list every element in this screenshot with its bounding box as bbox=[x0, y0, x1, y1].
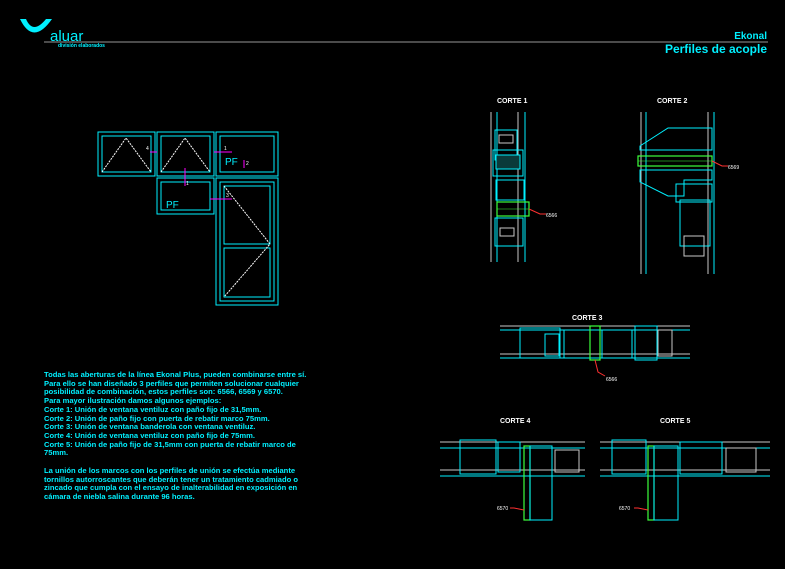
notes-block: Todas las aberturas de la línea Ekonal P… bbox=[44, 370, 354, 502]
sheet-title: Perfiles de acople bbox=[664, 42, 767, 56]
elevation-callouts: 4 1 2 1 3 bbox=[146, 146, 249, 199]
aluar-logo: aluar bbox=[20, 19, 83, 45]
section-titles: CORTE 1 CORTE 2 CORTE 3 CORTE 4 CORTE 5 bbox=[497, 98, 690, 425]
profile-code: 6569 bbox=[728, 165, 739, 171]
section-title: CORTE 4 bbox=[500, 418, 530, 425]
note-line: Corte 2: Unión de paño fijo con puerta d… bbox=[44, 413, 270, 423]
note-line: posibilidad de combinación, estos perfil… bbox=[44, 387, 283, 397]
project-name: Ekonal bbox=[734, 31, 767, 42]
note-line: Corte 3: Unión de ventana banderola con … bbox=[44, 422, 256, 432]
door bbox=[215, 177, 279, 306]
window-3 bbox=[215, 131, 279, 177]
note-line: tornillos autorroscantes que deberán ten… bbox=[44, 474, 299, 484]
profile-6570 bbox=[523, 445, 531, 521]
section-corte-1 bbox=[490, 112, 546, 262]
profile-code: 6570 bbox=[497, 506, 508, 512]
brand-subtitle: división elaborados bbox=[58, 43, 105, 49]
section-corte-4 bbox=[440, 439, 585, 521]
callout-label: 1 bbox=[186, 181, 189, 187]
section-corte-5 bbox=[600, 439, 770, 521]
profile-code: 6570 bbox=[619, 506, 630, 512]
note-line: Todas las aberturas de la línea Ekonal P… bbox=[44, 370, 307, 379]
profile-6566 bbox=[589, 325, 601, 361]
section-title: CORTE 2 bbox=[657, 98, 687, 105]
profile-6570 bbox=[647, 445, 655, 521]
brand-name: aluar bbox=[50, 28, 83, 45]
callout-label: 2 bbox=[246, 161, 249, 167]
section-corte-3 bbox=[500, 325, 690, 377]
callout-label: 4 bbox=[146, 146, 149, 152]
profile-codes: 6566 6569 6566 6570 6570 bbox=[497, 165, 739, 512]
pf-labels: PF PF bbox=[166, 157, 238, 211]
logo-mark bbox=[20, 19, 52, 33]
callout-label: 1 bbox=[224, 146, 227, 152]
profile-code: 6566 bbox=[606, 377, 617, 383]
note-line: Para mayor ilustración damos algunos eje… bbox=[44, 396, 222, 406]
note-line: Corte 4: Unión de ventana ventiluz con p… bbox=[44, 430, 255, 440]
callout-label: 3 bbox=[226, 193, 229, 199]
window-1 bbox=[97, 131, 156, 177]
section-title: CORTE 3 bbox=[572, 315, 602, 322]
profile-code: 6566 bbox=[546, 213, 557, 219]
pf-label: PF bbox=[166, 200, 179, 211]
pf-label: PF bbox=[225, 157, 238, 168]
note-line: cámara de niebla salina durante 96 horas… bbox=[44, 492, 195, 502]
note-line: Corte 1: Unión de ventana ventiluz con p… bbox=[44, 404, 262, 414]
note-line: La unión de los marcos con los perfiles … bbox=[44, 466, 296, 476]
note-line: 75mm. bbox=[44, 448, 69, 458]
note-line: Para ello se han diseñado 3 perfiles que… bbox=[44, 378, 299, 388]
note-line: Corte 5: Unión de paño fijo de 31,5mm co… bbox=[44, 439, 296, 449]
section-title: CORTE 5 bbox=[660, 418, 690, 425]
section-title: CORTE 1 bbox=[497, 98, 527, 105]
note-line: zincado que cumpla con el ensayo de inal… bbox=[44, 483, 298, 493]
elevation-drawing bbox=[97, 131, 279, 306]
section-corte-2 bbox=[637, 112, 728, 274]
